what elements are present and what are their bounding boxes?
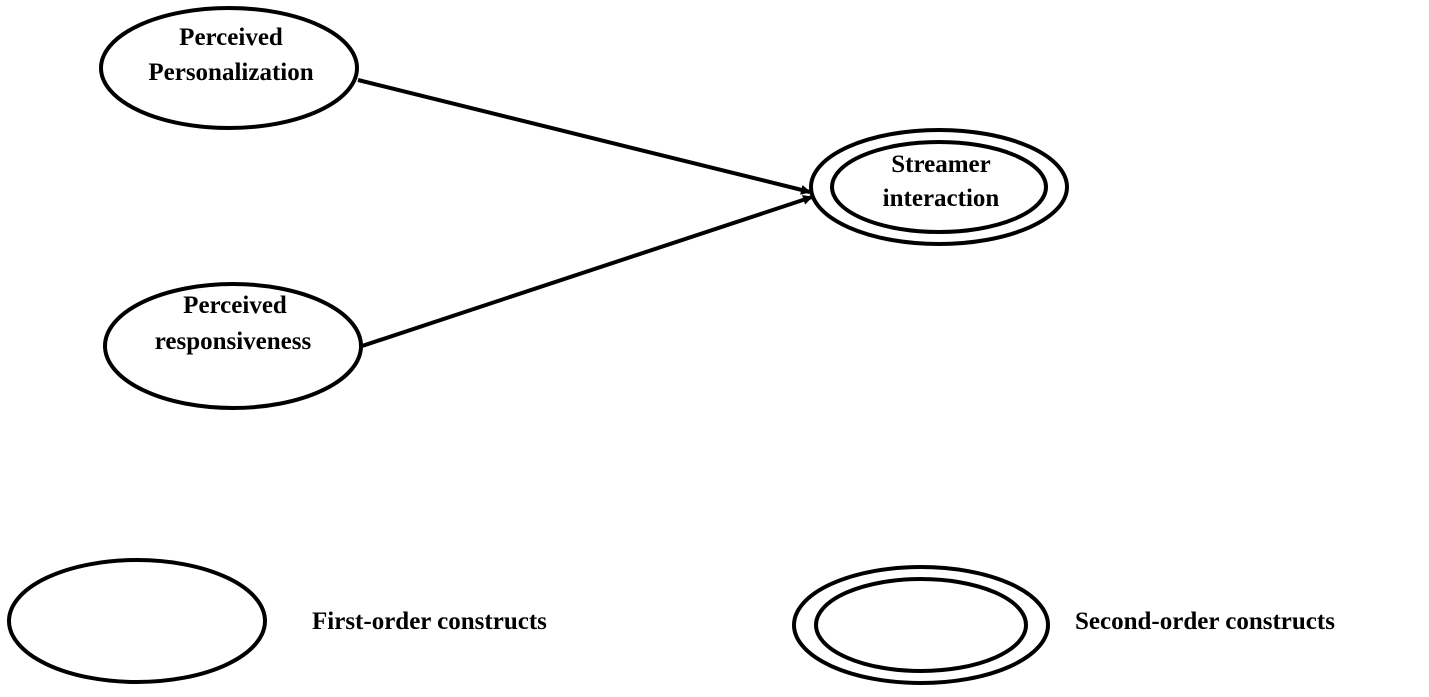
legend: First-order constructs Second-order cons… <box>7 558 1335 685</box>
node-perceived-personalization: Perceived Personalization <box>99 6 359 130</box>
node-label-line2: interaction <box>883 185 1000 212</box>
legend-first-order: First-order constructs <box>7 558 547 684</box>
node-label-line1: Perceived <box>179 24 283 51</box>
legend-second-order-inner-ellipse <box>814 577 1028 673</box>
node-label-line1: Perceived <box>183 292 287 319</box>
first-order-ellipse <box>103 282 363 410</box>
node-label-line2: responsiveness <box>155 328 312 355</box>
legend-second-order-label: Second-order constructs <box>1075 608 1335 635</box>
edge-personalization-to-streamer-interaction <box>357 78 811 195</box>
edge-responsiveness-to-streamer-interaction <box>361 195 813 348</box>
node-streamer-interaction: Streamer interaction <box>809 128 1069 246</box>
legend-first-order-ellipse <box>7 558 267 684</box>
legend-second-order: Second-order constructs <box>792 565 1335 685</box>
legend-first-order-label: First-order constructs <box>312 608 547 635</box>
node-label-line1: Streamer <box>891 151 991 178</box>
first-order-ellipse <box>99 6 359 130</box>
node-label-line2: Personalization <box>148 59 313 86</box>
second-order-inner-ellipse <box>830 140 1048 234</box>
node-perceived-responsiveness: Perceived responsiveness <box>103 282 363 410</box>
